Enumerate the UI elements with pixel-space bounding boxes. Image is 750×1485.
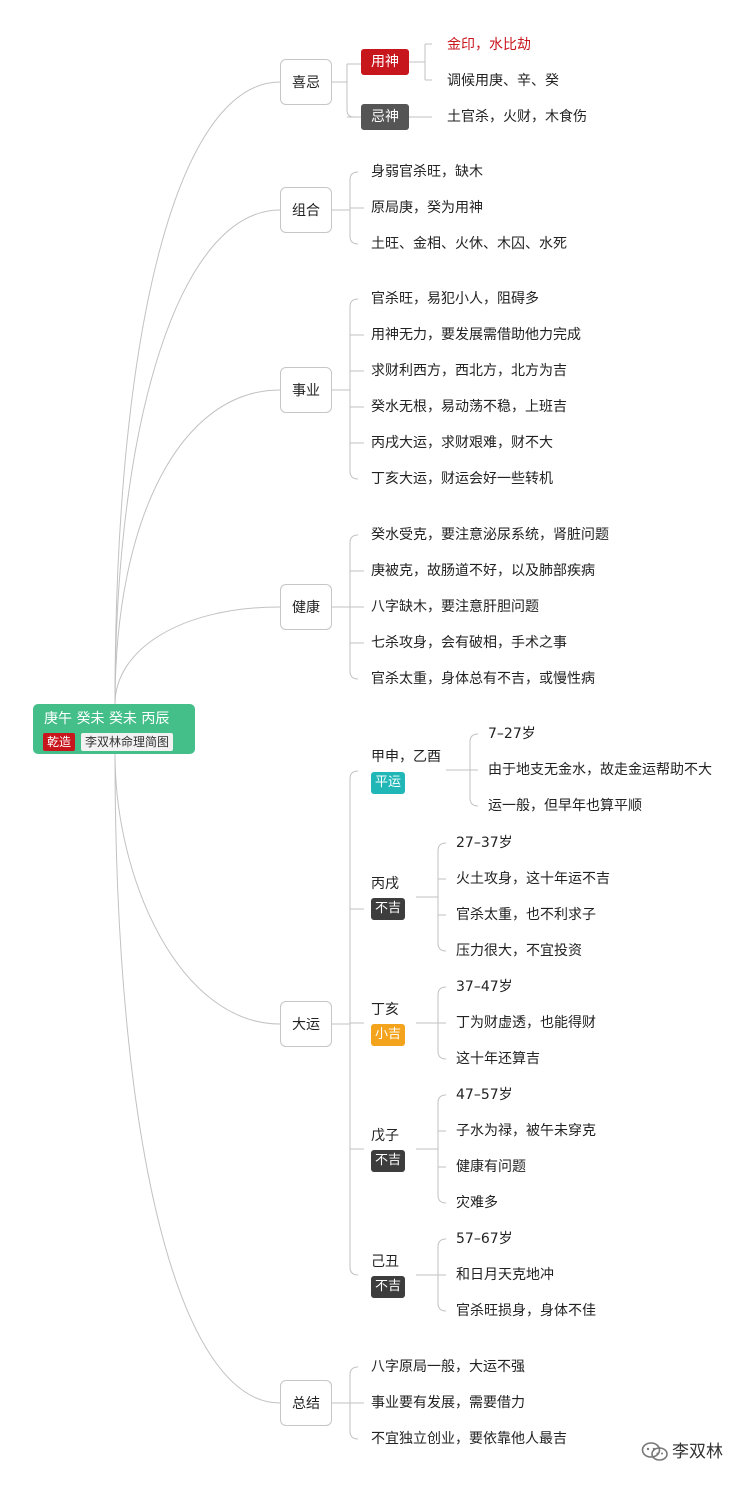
dayun-tag: 不吉: [371, 1276, 406, 1298]
shiye-item: 癸水无根，易动荡不稳，上班吉: [371, 399, 567, 415]
wechat-icon: [641, 1442, 668, 1461]
shiye-item: 求财利西方，西北方，北方为吉: [371, 363, 567, 379]
zongjie-item: 八字原局一般，大运不强: [371, 1359, 525, 1375]
jiankang-item: 八字缺木，要注意肝胆问题: [371, 599, 539, 615]
dayun-item: 火土攻身，这十年运不吉: [456, 871, 610, 887]
dayun-name: 甲申，乙酉: [371, 749, 441, 765]
zuhe-item: 身弱官杀旺，缺木: [371, 164, 483, 180]
shiye-item: 官杀旺，易犯小人，阻碍多: [371, 291, 539, 307]
shiye-item: 丁亥大运，财运会好一些转机: [371, 471, 553, 487]
dayun-item: 丁为财虚透，也能得财: [456, 1015, 596, 1031]
zuhe-item: 土旺、金相、火休、木囚、水死: [371, 236, 567, 252]
dayun-item: 子水为禄，被午未穿克: [456, 1123, 596, 1139]
dayun-item: 37–47岁: [456, 979, 513, 995]
shiye-item: 丙戌大运，求财艰难，财不大: [371, 435, 553, 451]
dayun-tag: 不吉: [371, 1150, 406, 1172]
zongjie-item: 事业要有发展，需要借力: [371, 1395, 525, 1411]
jiankang-item: 官杀太重，身体总有不吉，或慢性病: [371, 671, 595, 687]
dayun-item: 官杀太重，也不利求子: [456, 907, 596, 923]
dayun-name: 己丑: [371, 1254, 399, 1270]
watermark-text: 李双林: [672, 1442, 723, 1462]
dayun-item: 由于地支无金水，故走金运帮助不大: [488, 762, 712, 778]
dayun-item: 和日月天克地冲: [456, 1267, 554, 1283]
dayun-item: 运一般，但早年也算平顺: [488, 798, 642, 814]
yongshen-tag: 用神: [361, 49, 409, 75]
zongjie-item: 不宜独立创业，要依靠他人最吉: [371, 1431, 567, 1447]
dayun-name: 戊子: [371, 1128, 399, 1144]
dayun-item: 47–57岁: [456, 1087, 513, 1103]
branch-jiankang: 健康: [280, 584, 332, 630]
dayun-tag: 小吉: [371, 1024, 406, 1046]
dayun-item: 灾难多: [456, 1195, 498, 1211]
yongshen-item: 金印，水比劫: [447, 37, 531, 53]
jishen-item: 土官杀，火财，木食伤: [447, 109, 587, 125]
dayun-item: 7–27岁: [488, 726, 536, 742]
jiankang-item: 庚被克，故肠道不好，以及肺部疾病: [371, 563, 595, 579]
root-title: 庚午 癸未 癸未 丙辰: [44, 711, 170, 727]
root-subtitle: 李双林命理简图: [81, 733, 174, 751]
jiankang-item: 癸水受克，要注意泌尿系统，肾脏问题: [371, 527, 609, 543]
dayun-item: 27–37岁: [456, 835, 513, 851]
branch-zongjie: 总结: [280, 1380, 332, 1426]
dayun-item: 官杀旺损身，身体不佳: [456, 1303, 596, 1319]
yongshen-item: 调候用庚、辛、癸: [447, 73, 559, 89]
branch-zuhe: 组合: [280, 187, 332, 233]
dayun-name: 丁亥: [371, 1002, 399, 1018]
dayun-name: 丙戌: [371, 876, 399, 892]
shiye-item: 用神无力，要发展需借助他力完成: [371, 327, 581, 343]
zuhe-item: 原局庚，癸为用神: [371, 200, 483, 216]
branch-xiji: 喜忌: [280, 59, 332, 105]
dayun-item: 这十年还算吉: [456, 1051, 540, 1067]
dayun-item: 健康有问题: [456, 1159, 526, 1175]
branch-shiye: 事业: [280, 367, 332, 413]
dayun-item: 57–67岁: [456, 1231, 513, 1247]
jiankang-item: 七杀攻身，会有破相，手术之事: [371, 635, 567, 651]
root-badge: 乾造: [43, 733, 76, 751]
dayun-item: 压力很大，不宜投资: [456, 943, 582, 959]
jishen-tag: 忌神: [361, 104, 409, 130]
branch-dayun: 大运: [280, 1001, 332, 1047]
dayun-tag: 平运: [371, 772, 406, 794]
root-node: 庚午 癸未 癸未 丙辰 乾造 李双林命理简图: [33, 704, 195, 754]
dayun-tag: 不吉: [371, 898, 406, 920]
